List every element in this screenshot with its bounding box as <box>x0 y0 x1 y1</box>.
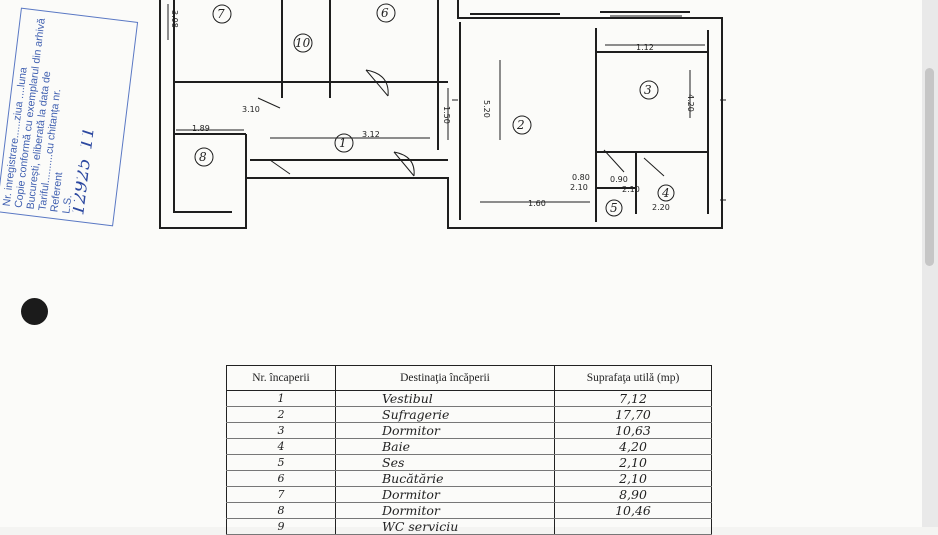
document-page: 7 6 10 3 2 1 8 4 5 3.08 5.20 1.12 4.20 1… <box>0 0 726 535</box>
dimension-label: 3.10 <box>242 105 260 114</box>
punch-hole <box>21 298 48 325</box>
room-number-cell: 3 <box>226 422 336 439</box>
room-number: 5 <box>610 201 618 215</box>
dimension-label: 3.08 <box>170 10 179 28</box>
room-destination-cell: Dormitor <box>335 502 555 519</box>
room-destination-cell: Ses <box>335 454 555 471</box>
room-number-cell: 7 <box>226 486 336 503</box>
table-row: 7 Dormitor 8,90 <box>226 486 712 503</box>
room-number-cell: 5 <box>226 454 336 471</box>
room-number: 1 <box>339 136 347 150</box>
room-area-table: Nr. încaperii Destinaţia încăperii Supra… <box>226 365 712 535</box>
table-row: 6 Bucătărie 2,10 <box>226 470 712 487</box>
header-useful-area: Suprafaţa utilă (mp) <box>554 365 712 391</box>
scrollbar-thumb[interactable] <box>925 68 934 266</box>
table-row: 3 Dormitor 10,63 <box>226 422 712 439</box>
room-destination-cell: Bucătărie <box>335 470 555 487</box>
dimension-label: 2.10 <box>622 185 640 194</box>
room-number: 3 <box>644 83 652 97</box>
room-area-cell: 4,20 <box>554 438 712 455</box>
dimension-label: 1.50 <box>442 106 451 124</box>
room-number: 10 <box>295 36 311 50</box>
room-area-cell: 10,46 <box>554 502 712 519</box>
room-destination-cell: Dormitor <box>335 486 555 503</box>
dimension-label: 1.60 <box>528 199 546 208</box>
dimension-label: 5.20 <box>482 100 491 118</box>
room-number: 8 <box>199 150 207 164</box>
dimension-label: 2.20 <box>652 203 670 212</box>
table-row: 2 Sufragerie 17,70 <box>226 406 712 423</box>
room-destination-cell: Vestibul <box>335 390 555 407</box>
room-number-cell: 4 <box>226 438 336 455</box>
dimension-label: 1.12 <box>636 43 654 52</box>
floor-plan: 7 6 10 3 2 1 8 4 5 3.08 5.20 1.12 4.20 1… <box>159 0 726 229</box>
vertical-scrollbar[interactable] <box>922 0 938 527</box>
room-number-cell: 2 <box>226 406 336 423</box>
room-number-cell: 6 <box>226 470 336 487</box>
room-destination-cell: Sufragerie <box>335 406 555 423</box>
dimension-label: 0.80 <box>572 173 590 182</box>
header-room-destination: Destinaţia încăperii <box>335 365 555 391</box>
room-number: 2 <box>516 118 525 132</box>
room-destination-cell: Dormitor <box>335 422 555 439</box>
table-header-row: Nr. încaperii Destinaţia încăperii Supra… <box>226 365 712 391</box>
table-row: 5 Ses 2,10 <box>226 454 712 471</box>
room-destination-cell: Baie <box>335 438 555 455</box>
room-number-cell: 1 <box>226 390 336 407</box>
dimension-label: 0.90 <box>610 175 628 184</box>
table-row: 8 Dormitor 10,46 <box>226 502 712 519</box>
dimension-label: 3.12 <box>362 130 380 139</box>
room-number: 4 <box>661 186 670 200</box>
table-row: 4 Baie 4,20 <box>226 438 712 455</box>
room-area-cell: 2,10 <box>554 470 712 487</box>
room-area-cell: 2,10 <box>554 454 712 471</box>
room-area-cell: 8,90 <box>554 486 712 503</box>
dimension-label: 1.89 <box>192 124 210 133</box>
room-number-cell: 8 <box>226 502 336 519</box>
header-room-number: Nr. încaperii <box>226 365 336 391</box>
room-area-cell: 10,63 <box>554 422 712 439</box>
room-area-cell: 17,70 <box>554 406 712 423</box>
table-row: 1 Vestibul 7,12 <box>226 390 712 407</box>
room-number: 6 <box>381 6 389 20</box>
room-area-cell: 7,12 <box>554 390 712 407</box>
dimension-label: 4.20 <box>686 94 695 112</box>
room-number: 7 <box>217 7 225 21</box>
dimension-label: 2.10 <box>570 183 588 192</box>
